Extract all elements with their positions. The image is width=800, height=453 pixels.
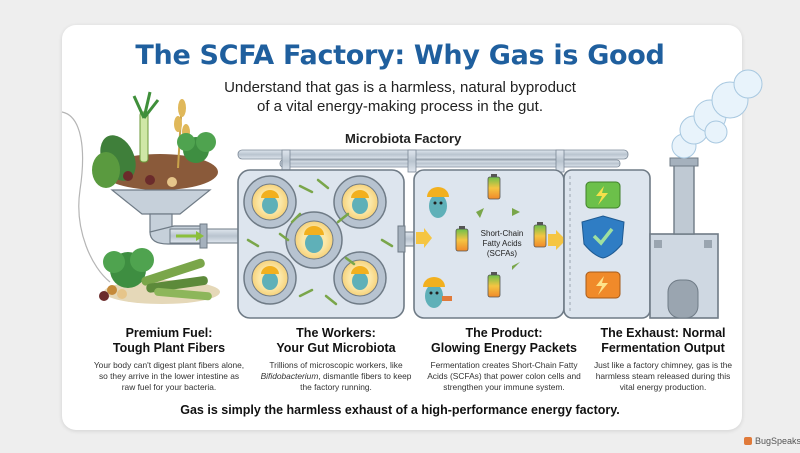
section-body: Trillions of microscopic workers, like B… xyxy=(254,360,418,393)
heading-line: The Product: xyxy=(465,326,543,340)
section-workers: The Workers: Your Gut Microbiota Trillio… xyxy=(254,326,418,393)
gear-workers xyxy=(243,175,394,306)
section-heading: The Product: Glowing Energy Packets xyxy=(420,326,588,356)
scfa-label: Short-Chain Fatty Acids (SCFAs) xyxy=(474,229,530,259)
product-workers xyxy=(423,187,452,308)
battery-icon xyxy=(585,271,621,299)
section-heading: Premium Fuel: Tough Plant Fibers xyxy=(92,326,246,356)
brand-logo-icon xyxy=(744,437,752,445)
brand-watermark: BugSpeaks xyxy=(744,436,800,446)
brand-name: BugSpeaks xyxy=(755,436,800,446)
scfa-label-line: (SCFAs) xyxy=(486,249,518,258)
section-heading: The Exhaust: Normal Fermentation Output xyxy=(588,326,738,356)
section-premium-fuel: Premium Fuel: Tough Plant Fibers Your bo… xyxy=(92,326,246,393)
shield-icon xyxy=(581,215,625,259)
top-pipes xyxy=(237,149,629,173)
section-body: Fermentation creates Short-Chain Fatty A… xyxy=(427,360,581,392)
energy-packets xyxy=(455,174,547,298)
heading-line: The Exhaust: Normal xyxy=(600,326,726,340)
body-text: , dismantle fibers to keep the factory r… xyxy=(300,371,412,392)
battery-icon xyxy=(585,181,621,209)
heading-line: Glowing Energy Packets xyxy=(431,341,577,355)
footer-statement: Gas is simply the harmless exhaust of a … xyxy=(180,403,620,417)
scfa-label-line: Short-Chain xyxy=(480,229,524,238)
section-body: Just like a factory chimney, gas is the … xyxy=(593,360,733,392)
heading-line: Your Gut Microbiota xyxy=(276,341,396,355)
page-subtitle: Understand that gas is a harmless, natur… xyxy=(0,78,800,116)
scfa-label-line: Fatty Acids xyxy=(482,239,522,248)
section-body: Your body can't digest plant fibers alon… xyxy=(93,360,245,392)
steam-cloud xyxy=(671,69,763,159)
factory-label: Microbiota Factory xyxy=(345,131,462,146)
outline-curve xyxy=(61,111,111,283)
heading-line: Tough Plant Fibers xyxy=(112,341,226,355)
section-exhaust: The Exhaust: Normal Fermentation Output … xyxy=(588,326,738,393)
section-heading: The Workers: Your Gut Microbiota xyxy=(254,326,418,356)
heading-line: Premium Fuel: xyxy=(125,326,213,340)
scfa-factory-illustration xyxy=(61,69,763,319)
plant-fiber-pile xyxy=(92,91,218,190)
section-product: The Product: Glowing Energy Packets Ferm… xyxy=(420,326,588,393)
heading-line: The Workers: xyxy=(296,326,376,340)
subtitle-line: Understand that gas is a harmless, natur… xyxy=(224,79,576,96)
chimney xyxy=(649,157,719,319)
subtitle-line: of a vital energy-making process in the … xyxy=(257,98,543,115)
vegetable-basket xyxy=(99,248,220,304)
page-title: The SCFA Factory: Why Gas is Good xyxy=(135,40,665,71)
body-emphasis: Bifidobacterium xyxy=(260,371,319,381)
body-text: Trillions of microscopic workers, like xyxy=(269,360,403,370)
heading-line: Fermentation Output xyxy=(601,341,725,355)
